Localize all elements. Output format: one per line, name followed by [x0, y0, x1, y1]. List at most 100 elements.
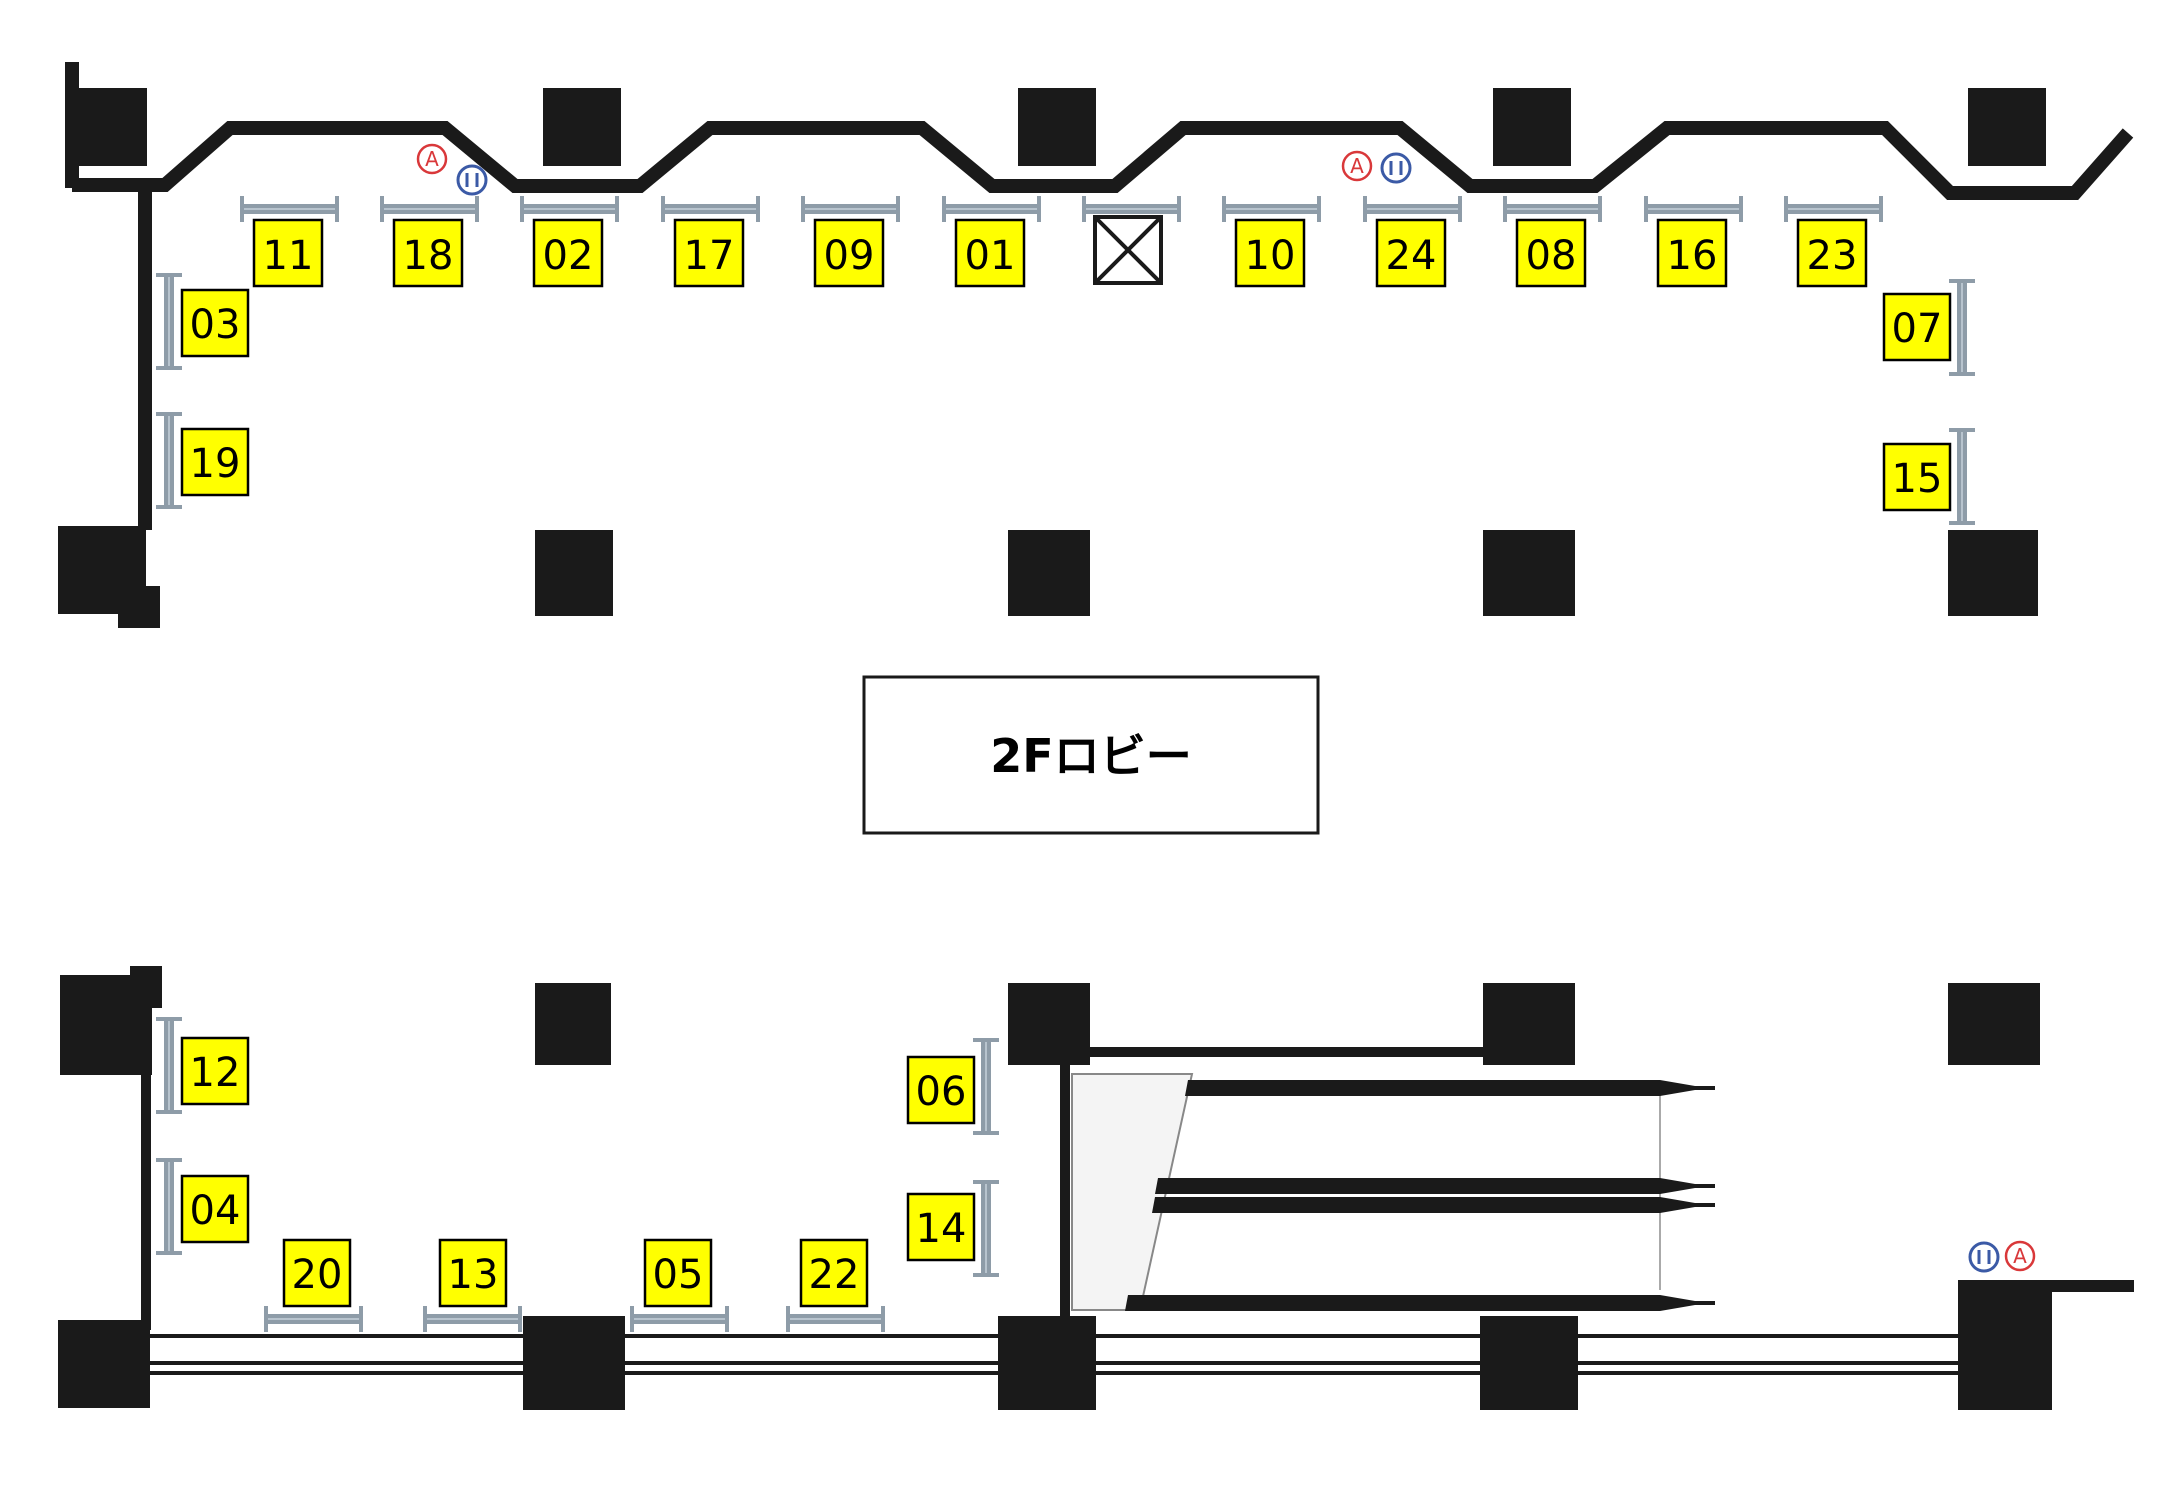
- booth-tag[interactable]: 23: [1796, 218, 1868, 288]
- booth-number: 08: [1526, 233, 1577, 279]
- lobby-label-box: 2Fロビー: [862, 675, 1320, 835]
- accessible-restroom-icon: A: [416, 143, 448, 175]
- display-panels: [156, 196, 1975, 1332]
- booth-tag[interactable]: 11: [252, 218, 324, 288]
- booth-number: 13: [448, 1252, 499, 1298]
- pillar: [1008, 530, 1090, 616]
- panel-v: [156, 273, 182, 370]
- booth-number: 22: [809, 1252, 860, 1298]
- booth-tag[interactable]: 20: [282, 1238, 352, 1308]
- pillar: [535, 530, 613, 616]
- booth-number: 11: [263, 233, 314, 279]
- booth-tag[interactable]: 14: [906, 1192, 976, 1262]
- booth-number: 20: [292, 1252, 343, 1298]
- pillar: [1018, 88, 1096, 166]
- booth-tag[interactable]: 05: [643, 1238, 713, 1308]
- lobby-label: 2Fロビー: [990, 729, 1191, 783]
- panel-h: [630, 1306, 729, 1332]
- booth-tag[interactable]: 15: [1882, 442, 1952, 512]
- booth-tag[interactable]: 12: [180, 1036, 250, 1106]
- pillar: [1968, 88, 2046, 166]
- panel-v: [1949, 279, 1975, 376]
- booth-tag[interactable]: 17: [673, 218, 745, 288]
- pillar: [58, 1320, 150, 1408]
- pillar: [1948, 983, 2040, 1065]
- booth-tag[interactable]: 18: [392, 218, 464, 288]
- booth-number: 02: [543, 233, 594, 279]
- panel-h: [1082, 196, 1181, 222]
- accessible-restroom-icon: A: [1341, 150, 1373, 182]
- pillar: [1483, 530, 1575, 616]
- pillar: [1493, 88, 1571, 166]
- escalator-area: [1071, 1073, 1715, 1311]
- elevator-icon: [1380, 152, 1412, 184]
- booth-number: 03: [190, 302, 241, 348]
- booth-tag[interactable]: 10: [1234, 218, 1306, 288]
- panel-h: [1503, 196, 1602, 222]
- booth-tag[interactable]: 01: [954, 218, 1026, 288]
- pillar: [75, 88, 147, 166]
- svg-text:A: A: [1350, 154, 1364, 178]
- panel-h: [1363, 196, 1462, 222]
- panel-v: [156, 412, 182, 509]
- booth-number: 04: [190, 1188, 241, 1234]
- booth-number: 23: [1807, 233, 1858, 279]
- panel-h: [240, 196, 339, 222]
- pillar: [1958, 1280, 2052, 1410]
- booth-number: 06: [916, 1069, 967, 1115]
- booth-tag[interactable]: 19: [180, 427, 250, 497]
- panel-h: [1222, 196, 1321, 222]
- elevator-icon: [456, 164, 488, 196]
- booth-number: 14: [916, 1206, 967, 1252]
- accessible-restroom-icon: A: [2004, 1240, 2036, 1272]
- booth-tag[interactable]: 03: [180, 288, 250, 358]
- upper-wall: [65, 62, 2134, 530]
- svg-text:A: A: [425, 147, 439, 171]
- booth-tag[interactable]: 24: [1375, 218, 1447, 288]
- booth-number: 19: [190, 441, 241, 487]
- pillar: [1948, 530, 2038, 616]
- panel-h: [786, 1306, 885, 1332]
- panel-h: [520, 196, 619, 222]
- booth-tag[interactable]: 07: [1882, 292, 1952, 362]
- booth-tag[interactable]: 16: [1656, 218, 1728, 288]
- booth-tag[interactable]: 06: [906, 1055, 976, 1125]
- panel-v: [973, 1180, 999, 1277]
- elevator-icon: [1968, 1241, 2000, 1273]
- booth-number: 01: [965, 233, 1016, 279]
- pillar: [1483, 983, 1575, 1065]
- panel-h: [1784, 196, 1883, 222]
- pillar: [543, 88, 621, 166]
- panel-h: [264, 1306, 363, 1332]
- booth-number: 05: [653, 1252, 704, 1298]
- booth-number: 12: [190, 1050, 241, 1096]
- booth-number: 10: [1245, 233, 1296, 279]
- booth-number: 15: [1892, 456, 1943, 502]
- booth-number: 17: [684, 233, 735, 279]
- panel-h: [801, 196, 900, 222]
- svg-text:A: A: [2013, 1244, 2027, 1268]
- booth-tag[interactable]: 22: [799, 1238, 869, 1308]
- panel-h: [942, 196, 1041, 222]
- booth-tag[interactable]: 04: [180, 1174, 250, 1244]
- booth-number: 16: [1667, 233, 1718, 279]
- panel-h: [661, 196, 760, 222]
- booth-tag[interactable]: 08: [1515, 218, 1587, 288]
- panel-v: [1949, 428, 1975, 525]
- booth-number: 09: [824, 233, 875, 279]
- panel-v: [156, 1158, 182, 1255]
- stairwell-cross-icon: [1093, 215, 1163, 285]
- pillar: [535, 983, 611, 1065]
- booth-tag[interactable]: 02: [532, 218, 604, 288]
- booth-tag[interactable]: 09: [813, 218, 885, 288]
- panel-h: [423, 1306, 522, 1332]
- booth-tag[interactable]: 13: [438, 1238, 508, 1308]
- panel-v: [973, 1038, 999, 1135]
- booth-number: 18: [403, 233, 454, 279]
- pillar: [118, 586, 160, 628]
- booth-tags: 11 18 02 17 09 01 10 24 08 16 23 03 19 0…: [180, 218, 1952, 1308]
- booth-number: 07: [1892, 306, 1943, 352]
- panel-v: [156, 1017, 182, 1114]
